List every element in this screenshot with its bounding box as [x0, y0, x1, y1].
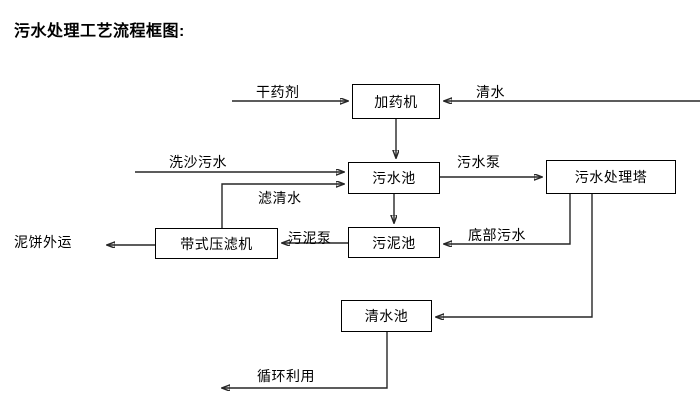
edge-label-sludge-pump: 污泥泵	[288, 230, 332, 246]
conn-clear-pond-to-recycle	[222, 332, 388, 388]
edge-label-sand-washing-sewage: 洗沙污水	[169, 154, 227, 170]
edge-label-filtrate-water: 滤清水	[258, 190, 302, 206]
node-dosing-machine[interactable]: 加药机	[352, 84, 440, 119]
edge-label-recycle-use: 循环利用	[257, 368, 315, 384]
page-title: 污水处理工艺流程框图:	[14, 23, 185, 40]
edge-label-sewage-pump: 污水泵	[457, 154, 501, 170]
node-belt-filter-press[interactable]: 带式压滤机	[155, 228, 278, 259]
node-label: 污泥池	[372, 234, 416, 251]
node-sludge-pond[interactable]: 污泥池	[348, 227, 440, 258]
edge-label-dry-reagent: 干药剂	[256, 84, 300, 100]
node-clear-water-pond[interactable]: 清水池	[341, 300, 432, 332]
conn-filtrate-to-sewage-pond	[221, 184, 344, 228]
node-label: 污水处理塔	[574, 169, 648, 185]
node-label: 加药机	[374, 93, 418, 110]
node-treatment-tower[interactable]: 污水处理塔	[546, 160, 676, 194]
node-sewage-pond[interactable]: 污水池	[348, 162, 440, 194]
node-label: 带式压滤机	[180, 235, 253, 252]
conn-tower-to-sludge-pond	[444, 194, 571, 244]
conn-tower-to-clear-pond	[436, 194, 593, 317]
edge-label-bottom-sewage: 底部污水	[468, 227, 526, 243]
node-label: 污水池	[372, 170, 416, 186]
edge-label-mud-cake-transport: 泥饼外运	[14, 234, 72, 250]
edge-label-clean-water: 清水	[476, 84, 505, 100]
node-label: 清水池	[364, 308, 409, 324]
